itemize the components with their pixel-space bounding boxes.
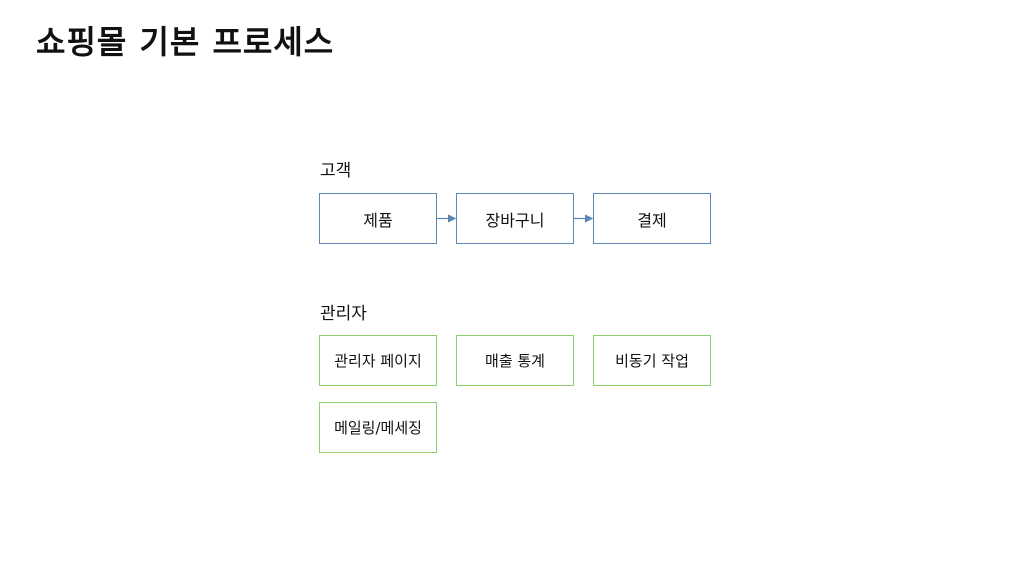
slide-title: 쇼핑몰 기본 프로세스 xyxy=(36,23,335,61)
customer-step-product: 제품 xyxy=(319,193,437,244)
admin-section-label: 관리자 xyxy=(320,304,367,324)
admin-item-async-jobs: 비동기 작업 xyxy=(593,335,711,386)
admin-item-mailing-messaging: 메일링/메세징 xyxy=(319,402,437,453)
admin-item-admin-page: 관리자 페이지 xyxy=(319,335,437,386)
admin-item-sales-stats: 매출 통계 xyxy=(456,335,574,386)
customer-step-cart: 장바구니 xyxy=(456,193,574,244)
customer-step-payment: 결제 xyxy=(593,193,711,244)
customer-section-label: 고객 xyxy=(320,161,352,181)
